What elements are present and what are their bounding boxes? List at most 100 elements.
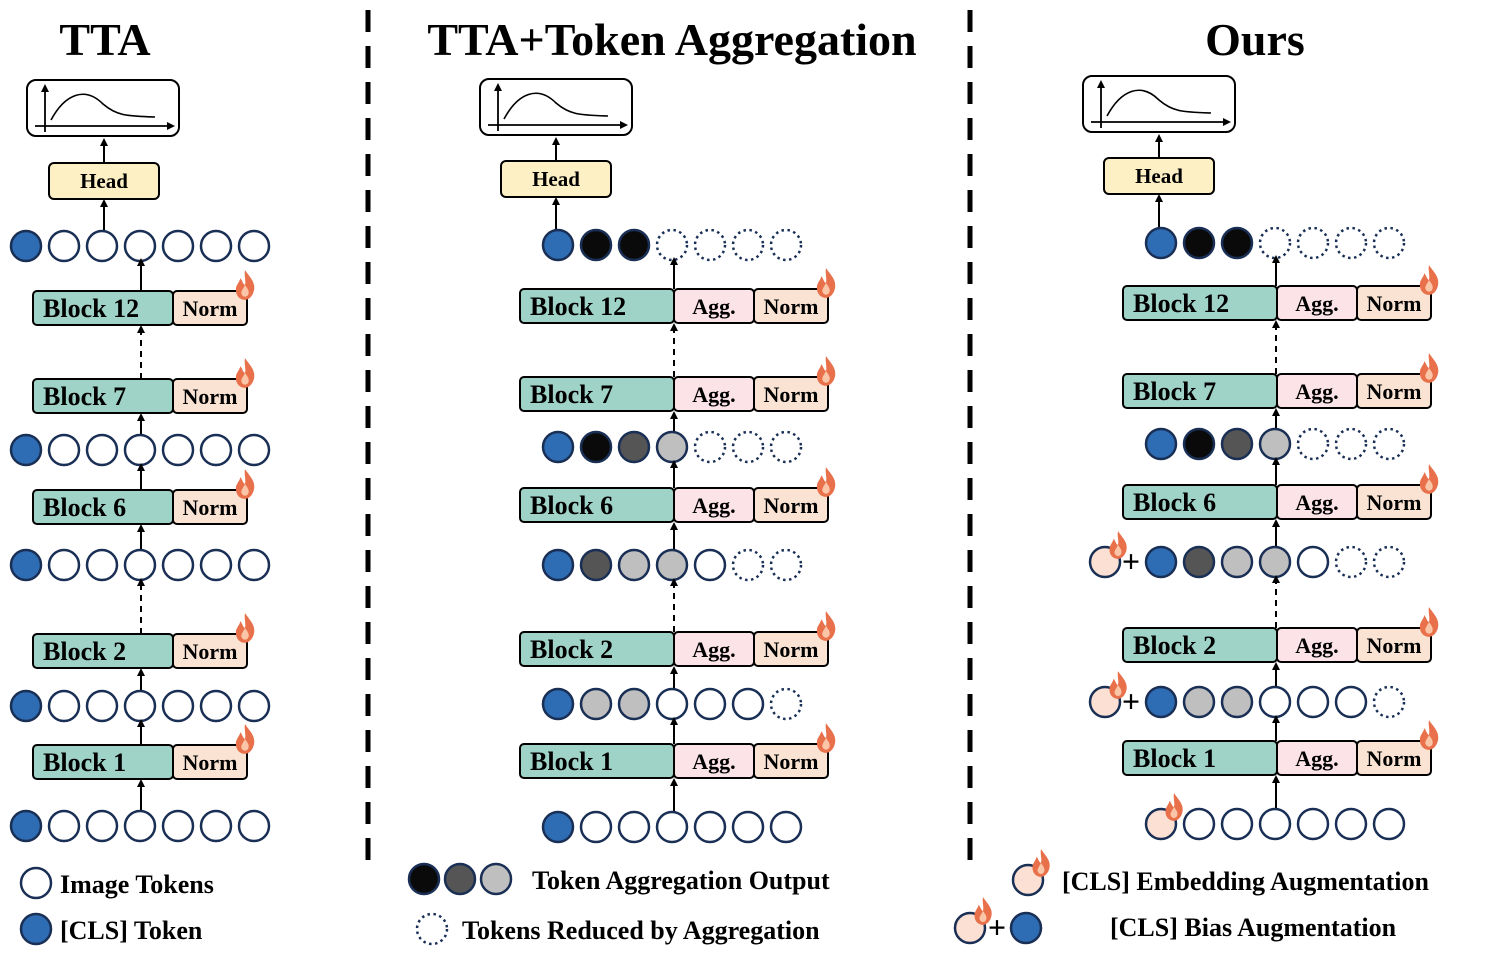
norm-label: Norm (764, 749, 819, 774)
image-token (1372, 807, 1406, 841)
image-token (199, 548, 233, 582)
flame-icon (235, 270, 255, 300)
reduced-token (1372, 427, 1406, 461)
reduced-token (769, 548, 803, 582)
image-token (47, 433, 81, 467)
token-row: + (1088, 531, 1406, 579)
image-token (199, 689, 233, 723)
reduced-token (693, 228, 727, 262)
norm-label: Norm (1367, 291, 1422, 316)
image-token (85, 229, 119, 263)
aggregated-token-dark (1182, 545, 1216, 579)
aggregated-token-light (617, 548, 651, 582)
block-label: Block 6 (43, 493, 126, 522)
image-token (85, 433, 119, 467)
cls-token (19, 912, 53, 946)
norm-module (1356, 484, 1432, 520)
head-label: Head (532, 167, 580, 191)
image-token (237, 548, 271, 582)
reduced-token (1334, 545, 1368, 579)
flame-icon (816, 356, 836, 386)
reduced-token (769, 228, 803, 262)
block-label: Block 1 (530, 747, 613, 776)
token-row (541, 687, 803, 721)
aggregated-token-light (1220, 685, 1254, 719)
image-token (85, 548, 119, 582)
image-token (693, 810, 727, 844)
image-token (617, 810, 651, 844)
image-token (19, 866, 53, 900)
aggregated-token-light (1182, 685, 1216, 719)
image-token (769, 810, 803, 844)
output-plot (1082, 75, 1236, 133)
flame-icon (1419, 464, 1439, 494)
plot-frame (26, 79, 180, 137)
image-token (161, 433, 195, 467)
image-token (85, 689, 119, 723)
image-token (199, 809, 233, 843)
token-row (1144, 427, 1406, 461)
flame-icon (1419, 720, 1439, 750)
image-token (237, 433, 271, 467)
norm-module (753, 288, 829, 324)
aggregated-token-light (1258, 545, 1292, 579)
norm-label: Norm (183, 296, 238, 321)
image-token (123, 548, 157, 582)
block-label: Block 6 (1133, 488, 1216, 517)
agg-label: Agg. (692, 637, 735, 662)
legend-cls-embedding-aug-label: [CLS] Embedding Augmentation (1062, 867, 1429, 896)
agg-label: Agg. (692, 493, 735, 518)
image-token (123, 433, 157, 467)
aggregated-token-black (1182, 226, 1216, 260)
image-token (123, 229, 157, 263)
norm-label: Norm (183, 750, 238, 775)
flame-icon (1419, 353, 1439, 383)
cls-token (9, 229, 43, 263)
norm-label: Norm (764, 637, 819, 662)
norm-module (172, 489, 248, 525)
image-token (693, 687, 727, 721)
block-label: Block 12 (43, 294, 139, 323)
plus-sign: + (988, 909, 1006, 945)
aggregated-token-light (1220, 545, 1254, 579)
agg-label: Agg. (692, 294, 735, 319)
panel-title: TTA+Token Aggregation (427, 14, 916, 65)
aggregated-token-light (1258, 427, 1292, 461)
norm-module (1356, 373, 1432, 409)
norm-module (172, 744, 248, 780)
plot-frame (1082, 75, 1236, 133)
aggregated-token-dark (579, 548, 613, 582)
image-token (1334, 685, 1368, 719)
reduced-token (693, 430, 727, 464)
norm-module (172, 378, 248, 414)
curve-plot-icon (1106, 89, 1212, 117)
cls-token (1144, 427, 1178, 461)
reduced-token (1334, 226, 1368, 260)
image-token (693, 548, 727, 582)
aggregated-token-black (617, 228, 651, 262)
image-token (123, 809, 157, 843)
block-label: Block 2 (1133, 631, 1216, 660)
reduced-token (1258, 226, 1292, 260)
norm-label: Norm (764, 382, 819, 407)
aggregated-token-black (407, 862, 441, 896)
reduced-token (1372, 226, 1406, 260)
reduced-token (1296, 226, 1330, 260)
image-token (161, 689, 195, 723)
norm-module (753, 376, 829, 412)
image-token (161, 809, 195, 843)
norm-label: Norm (183, 639, 238, 664)
curve-plot-icon (50, 93, 156, 121)
norm-module (1356, 285, 1432, 321)
cls-token (9, 433, 43, 467)
norm-module (753, 487, 829, 523)
